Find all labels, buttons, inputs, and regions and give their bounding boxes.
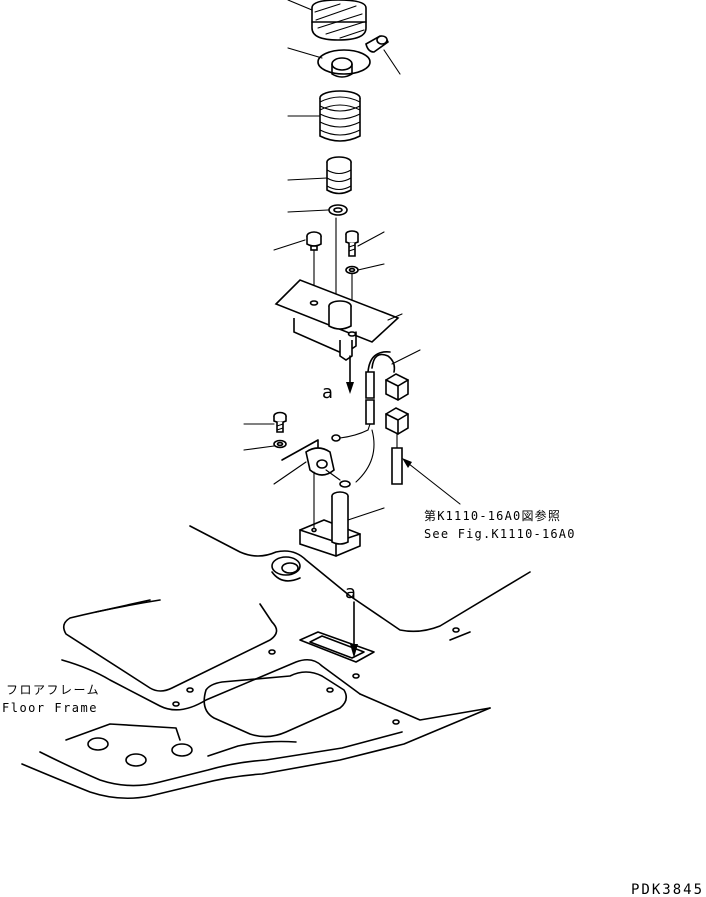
large-spring	[319, 90, 361, 142]
reference-arrow	[402, 458, 461, 505]
screw-washer	[273, 439, 287, 449]
arrow-a-upper: a	[322, 355, 354, 403]
screw	[273, 411, 287, 433]
connector-lower	[385, 407, 409, 485]
leader-bolt	[357, 231, 385, 247]
floor-frame	[21, 525, 531, 800]
leader-small-washer	[357, 263, 385, 271]
drawing-code: PDK3845	[631, 882, 704, 897]
wire-harness	[331, 351, 396, 488]
connector-upper	[385, 373, 409, 401]
stopper-bolt	[306, 231, 322, 251]
retainer-plate	[317, 49, 371, 78]
washer	[328, 204, 348, 216]
reference-label-en: See Fig.K1110-16A0	[424, 527, 576, 541]
floor-frame-label-en: Floor Frame	[2, 701, 98, 715]
switch-bracket	[274, 279, 400, 361]
arrow-a-upper-label: a	[322, 382, 333, 403]
leader-pin	[383, 49, 401, 75]
small-washer	[345, 265, 359, 275]
leader-post	[347, 507, 385, 521]
leader-retainer	[287, 47, 323, 59]
leader-washer	[287, 209, 329, 213]
leader-harness	[391, 349, 421, 365]
bolt	[345, 230, 359, 257]
arrow-a-lower-label: a	[345, 582, 356, 603]
limit-switch	[281, 439, 341, 481]
leader-pedal-pad	[287, 0, 313, 11]
leader-stopper-bolt	[273, 239, 306, 251]
leader-limit-switch	[273, 461, 307, 485]
leader-bracket	[387, 313, 403, 321]
pin	[365, 35, 389, 53]
floor-frame-label-jp: フロアフレーム	[6, 683, 100, 697]
switch-post-plate	[299, 471, 361, 557]
reference-label-jp: 第K1110-16A0図参照	[424, 508, 561, 523]
small-spring	[326, 156, 352, 195]
pedal-pad	[311, 0, 367, 41]
leader-screw-washer	[243, 445, 275, 451]
leader-small-spring	[287, 177, 328, 181]
arrow-a-lower: a	[345, 582, 358, 658]
